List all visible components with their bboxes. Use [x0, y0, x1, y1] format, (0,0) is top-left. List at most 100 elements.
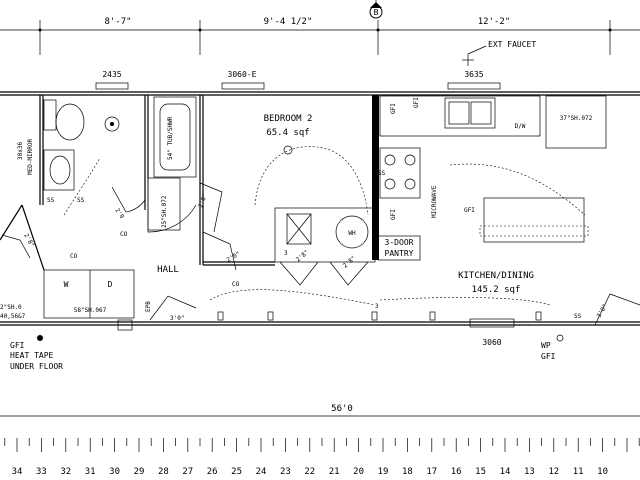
co-hall-label: CO: [232, 281, 240, 288]
door-size-hall-left: 2'8": [22, 233, 35, 249]
microwave-label: MICROWAVE: [431, 185, 438, 218]
top-dimension-line: [0, 20, 640, 55]
exterior-walls: [0, 91, 640, 326]
toilet: [43, 99, 85, 141]
hall-wiring: [209, 289, 376, 306]
front-door-right: [594, 293, 640, 326]
kitchen-wiring: [449, 163, 586, 216]
refrigerator-area: [545, 95, 607, 149]
door-size-entry-right: 3'0": [596, 303, 609, 319]
scale-number: 12: [548, 467, 559, 477]
scale-number: 32: [60, 467, 71, 477]
med-mirror-label: MED-MIRROR: [27, 138, 34, 175]
gfi-label: GFI: [10, 341, 25, 350]
scale-number: 26: [207, 467, 218, 477]
scale-number: 11: [573, 467, 584, 477]
scale-number: 20: [353, 467, 364, 477]
scale-number: 15: [475, 467, 486, 477]
scale-ticks: [4, 438, 640, 452]
window-3060-bottom: [469, 318, 515, 328]
heat-tape-line-2: UNDER FLOOR: [10, 362, 63, 371]
bath-shelf-label: 25"SH.072: [161, 195, 168, 228]
scale-number: 19: [378, 467, 389, 477]
wp-outlet: [556, 334, 564, 342]
dimension-kitchen-width: 12'-2": [478, 17, 511, 27]
bath-wiring: [63, 157, 101, 216]
co-laundry-label: CO: [70, 253, 78, 260]
hall-closet-door: [199, 182, 223, 233]
epb-label: EPB: [145, 301, 152, 312]
closet-door-left: [279, 261, 319, 286]
section-marker-label: B: [374, 8, 379, 17]
water-heater-label: WH: [348, 230, 356, 237]
scale-number: 18: [402, 467, 413, 477]
kitchen-wiring-lower: [379, 297, 551, 306]
bath-door-swing: [147, 178, 197, 233]
co-bath-label: CO: [120, 231, 128, 238]
heat-tape-outlet: [37, 335, 43, 341]
dining-table: [483, 197, 585, 243]
window-tag-3060e: 3060-E: [228, 70, 257, 79]
front-door-left: [149, 295, 197, 321]
bedroom-name: BEDROOM 2: [264, 114, 313, 124]
range: [379, 147, 421, 199]
faucet-leader-angle: [467, 45, 487, 55]
scale-number: 29: [134, 467, 145, 477]
scale-number: 13: [524, 467, 535, 477]
laundry-shelf-label: 58"SH.067: [74, 307, 107, 314]
window-tag-3060: 3060: [482, 338, 501, 347]
dimension-bath-width: 8'-7": [104, 17, 131, 27]
gfi-counter-tag: GFI: [413, 97, 420, 108]
hall-door-left: [1, 234, 31, 259]
scale-number: 14: [500, 467, 511, 477]
scale-number: 31: [85, 467, 96, 477]
kitchen-area: 145.2 sqf: [472, 285, 521, 295]
dryer-label: D: [108, 280, 113, 289]
tub-label: 54" TUB/SHWR: [167, 116, 174, 160]
dimension-bedroom-width: 9'-4 1/2": [264, 17, 313, 27]
pantry-box: [377, 235, 421, 261]
interior-walls: [0, 95, 379, 319]
bedroom-area: 65.4 sqf: [266, 128, 309, 138]
window-tag-2435: 2435: [102, 70, 121, 79]
scale-number: 21: [329, 467, 340, 477]
left-shelf-label: 2"SH.0: [0, 304, 22, 311]
lower-outlets: [217, 311, 542, 321]
door-size-closet-a: 2'8": [295, 249, 311, 264]
ss-right-label: SS: [574, 313, 582, 320]
wp-label: WP: [541, 341, 551, 350]
overall-length: 56'0: [331, 404, 353, 414]
window-3635: [447, 82, 501, 90]
switch-3way-a: 3: [284, 250, 288, 257]
window-3060e: [221, 82, 265, 90]
right-shelf-label: 37"SH.072: [560, 115, 593, 122]
door-size-bath: 2'0: [113, 207, 125, 220]
washer-label: W: [64, 280, 69, 289]
bedroom-ceiling-light: [283, 145, 293, 155]
sink: [43, 149, 75, 191]
ss-bath-label: SS: [77, 197, 85, 204]
kitchen-counter: [379, 95, 541, 137]
door-size-entry-left: 3'0": [170, 315, 184, 322]
scale-number: 25: [231, 467, 242, 477]
scale-number: 17: [426, 467, 437, 477]
scale-number: 30: [109, 467, 120, 477]
water-heater: [335, 215, 369, 249]
closet-shelf: [286, 213, 312, 245]
left-shelf-codes: 40,56&7: [0, 313, 26, 320]
section-marker: [369, 0, 383, 19]
closet-door-right: [329, 261, 369, 286]
bath-entry-door: [111, 186, 146, 213]
electrical-panel: [117, 319, 133, 331]
ext-faucet-label: EXT FAUCET: [488, 40, 536, 49]
scale-number: 28: [158, 467, 169, 477]
window-2435: [95, 82, 129, 90]
hall-door-bedroom: [202, 231, 237, 271]
scale-number: 10: [597, 467, 608, 477]
heat-tape-line-1: HEAT TAPE: [10, 351, 54, 360]
door-size-hall-closet: 2'0": [197, 193, 209, 209]
gfi-range-tag: GFI: [390, 103, 397, 114]
pantry-line-2: PANTRY: [385, 249, 414, 258]
